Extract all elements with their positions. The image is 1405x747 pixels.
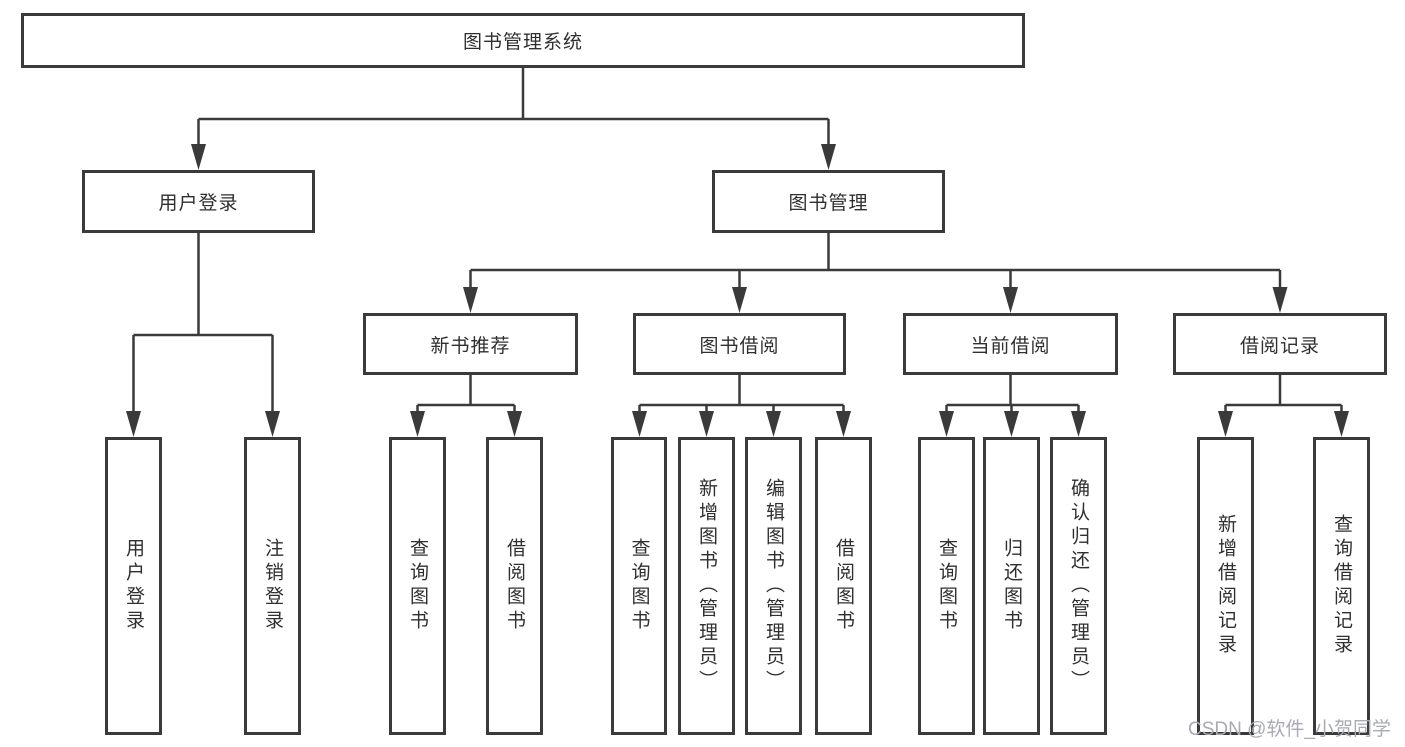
arrowhead-icon xyxy=(126,411,141,437)
leaf-records-query-record: 查询借阅记录 xyxy=(1313,437,1370,735)
node-book-management: 图书管理 xyxy=(712,170,945,233)
arrowhead-icon xyxy=(1004,411,1019,437)
arrowhead-icon xyxy=(1218,411,1233,437)
leaf-label: 确认归还（管理员） xyxy=(1068,478,1089,694)
leaf-recommend-query-books: 查询图书 xyxy=(389,437,446,735)
node-new-book-recommendation: 新书推荐 xyxy=(363,313,578,375)
connector-management-to-level3 xyxy=(463,233,1288,313)
leaf-logout: 注销登录 xyxy=(244,437,301,735)
leaf-label: 新增借阅记录 xyxy=(1215,514,1236,658)
arrowhead-icon xyxy=(1334,411,1349,437)
leaf-label: 新增图书（管理员） xyxy=(696,478,717,694)
connector-login-to-leaves xyxy=(126,233,280,437)
node-root: 图书管理系统 xyxy=(21,13,1025,68)
leaf-recommend-borrow-books: 借阅图书 xyxy=(486,437,543,735)
arrowhead-icon xyxy=(632,411,647,437)
leaf-borrow-query-books: 查询图书 xyxy=(611,437,667,735)
arrowhead-icon xyxy=(732,287,747,313)
arrowhead-icon xyxy=(410,411,425,437)
node-user-login: 用户登录 xyxy=(82,170,315,233)
leaf-borrow-borrow-books: 借阅图书 xyxy=(815,437,872,735)
arrowhead-icon xyxy=(463,287,478,313)
leaf-current-confirm-return-admin: 确认归还（管理员） xyxy=(1050,437,1107,735)
arrowhead-icon xyxy=(1003,287,1018,313)
arrowhead-icon xyxy=(265,411,280,437)
arrowhead-icon xyxy=(507,411,522,437)
leaf-label: 借阅图书 xyxy=(504,538,525,634)
connector-recommend-to-leaves xyxy=(410,375,522,437)
leaf-borrow-add-books-admin: 新增图书（管理员） xyxy=(678,437,735,735)
leaf-current-return-books: 归还图书 xyxy=(983,437,1040,735)
leaf-label: 编辑图书（管理员） xyxy=(763,478,784,694)
leaf-label: 借阅图书 xyxy=(833,538,854,634)
arrowhead-icon xyxy=(821,144,836,170)
arrowhead-icon xyxy=(1272,287,1288,313)
csdn-watermark: CSDN @软件_小贺同学 xyxy=(1188,719,1391,740)
connector-root-to-level2 xyxy=(191,68,836,170)
arrowhead-icon xyxy=(1071,411,1086,437)
leaf-records-add-record: 新增借阅记录 xyxy=(1197,437,1254,735)
connector-borrow-to-leaves xyxy=(632,375,851,437)
arrowhead-icon xyxy=(766,411,781,437)
arrowhead-icon xyxy=(939,411,954,437)
arrowhead-icon xyxy=(836,411,851,437)
leaf-label: 查询借阅记录 xyxy=(1331,514,1352,658)
leaf-label: 用户登录 xyxy=(123,538,144,634)
leaf-borrow-edit-books-admin: 编辑图书（管理员） xyxy=(745,437,802,735)
node-book-borrowing: 图书借阅 xyxy=(633,313,846,375)
connector-current-to-leaves xyxy=(939,375,1086,437)
leaf-user-login: 用户登录 xyxy=(105,437,162,735)
node-borrowing-records: 借阅记录 xyxy=(1173,313,1387,375)
leaf-label: 查询图书 xyxy=(628,538,650,634)
arrowhead-icon xyxy=(699,411,714,437)
connector-records-to-leaves xyxy=(1218,375,1349,437)
leaf-label: 查询图书 xyxy=(407,538,428,634)
node-current-borrowing: 当前借阅 xyxy=(903,313,1118,375)
leaf-label: 注销登录 xyxy=(262,538,283,634)
leaf-label: 归还图书 xyxy=(1001,538,1022,634)
leaf-label: 查询图书 xyxy=(936,538,957,634)
arrowhead-icon xyxy=(191,144,206,170)
leaf-current-query-books: 查询图书 xyxy=(918,437,975,735)
